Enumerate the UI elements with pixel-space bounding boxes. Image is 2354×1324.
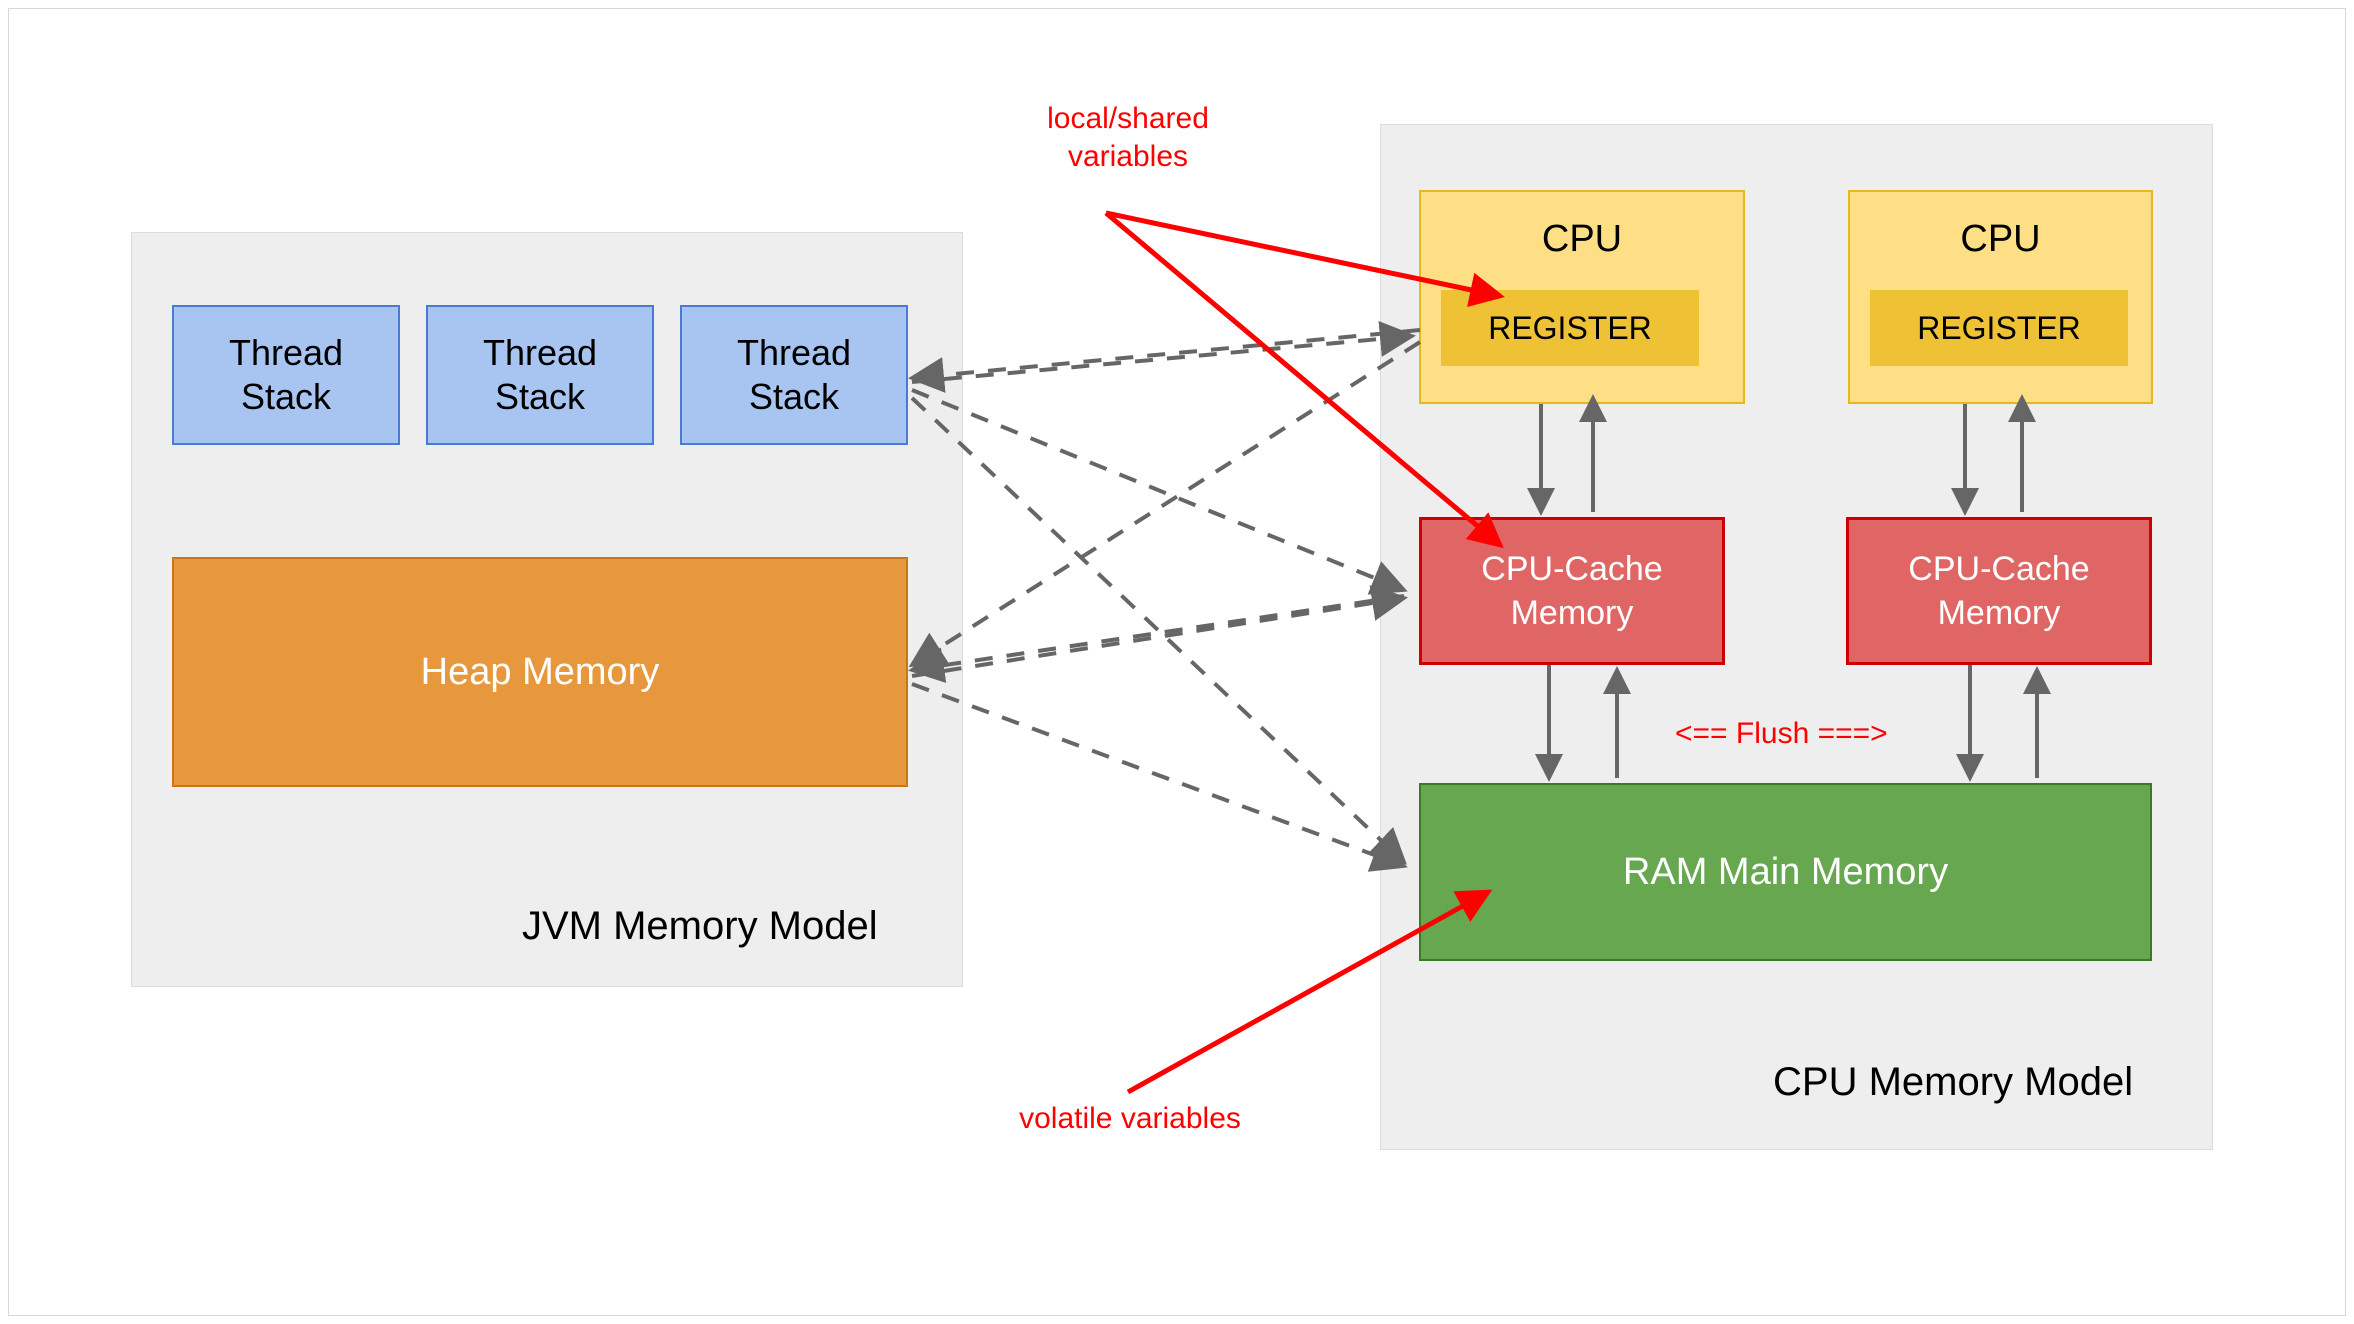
thread-stack-box-1: Thread Stack [172,305,400,445]
connector-thread-stack-to-ram [910,396,1407,865]
cpu-cache-box-2: CPU-Cache Memory [1846,517,2152,665]
connector-cache-to-heap [908,594,1405,684]
thread-stack-label-1: Thread Stack [228,332,344,417]
thread-stack-label-3: Thread Stack [736,332,852,417]
thread-stack-box-3: Thread Stack [680,305,908,445]
register-box-1: REGISTER [1441,290,1699,366]
register-box-2: REGISTER [1870,290,2128,366]
connector-register-to-thread-stack [908,328,1421,393]
cpu-cache-label-1: CPU-Cache Memory [1481,550,1663,632]
cpu-label-2: CPU [1960,218,2041,260]
connector-thread-stack-to-cache [911,388,1408,595]
ram-main-memory-box: RAM Main Memory [1419,783,2152,961]
flush-label: <== Flush ===> [1675,717,1888,750]
volatile-variables-annotation: volatile variables [1019,1102,1241,1135]
jvm-panel-title: JVM Memory Model [522,904,878,948]
thread-stack-box-2: Thread Stack [426,305,654,445]
register-label-1: REGISTER [1488,310,1652,346]
ram-main-memory-label: RAM Main Memory [1622,851,1949,893]
heap-memory-box: Heap Memory [172,557,908,787]
thread-stack-label-2: Thread Stack [482,332,598,417]
connector-register-to-heap [908,340,1422,668]
register-label-2: REGISTER [1917,310,2081,346]
cpu-cache-label-2: CPU-Cache Memory [1908,550,2090,632]
heap-memory-label: Heap Memory [420,651,660,693]
cpu-panel-title: CPU Memory Model [1773,1060,2134,1104]
cpu-cache-box-1: CPU-Cache Memory [1419,517,1725,665]
local-shared-variables-annotation: local/shared variables [1047,102,1209,173]
connector-heap-to-cache [911,585,1408,678]
connector-thread-stack-to-register [911,321,1416,384]
cpu-label-1: CPU [1541,218,1623,260]
connector-heap-to-ram [911,682,1408,872]
